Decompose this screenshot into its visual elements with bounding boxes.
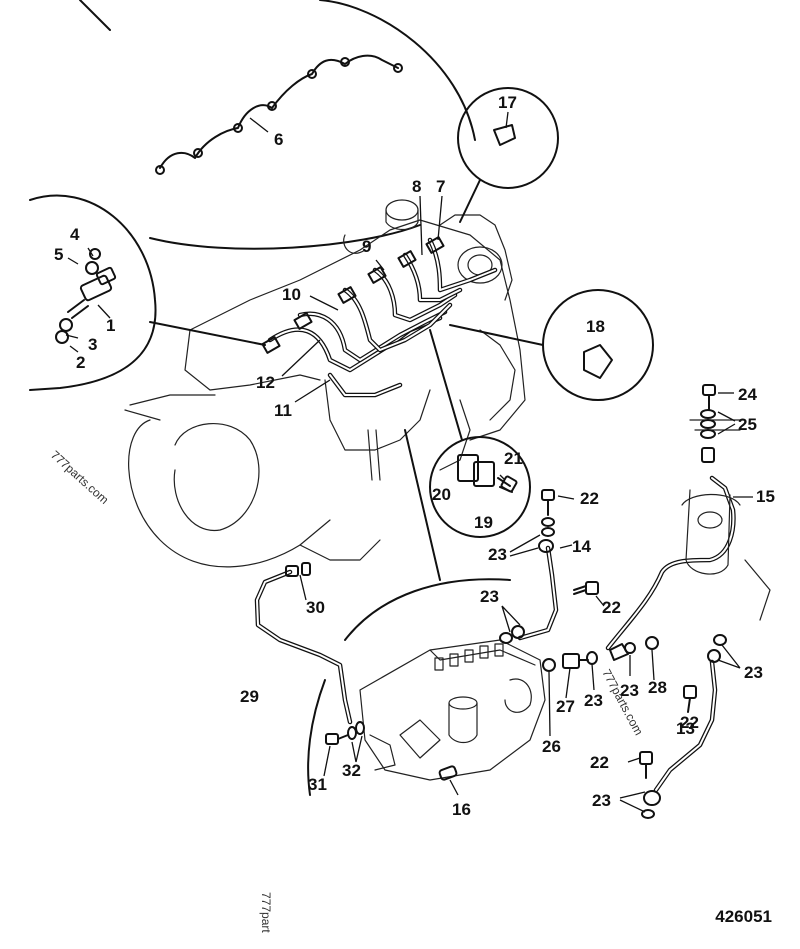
callout-9: 9 bbox=[362, 237, 371, 256]
injection-pump bbox=[359, 639, 546, 781]
detail-arc-top bbox=[79, 0, 476, 250]
pipe-14 bbox=[499, 489, 559, 644]
callout-16: 16 bbox=[452, 800, 471, 819]
watermark-1: 777parts.com bbox=[48, 448, 111, 507]
pipe-13 bbox=[639, 634, 727, 819]
return-pipe-6 bbox=[155, 54, 403, 175]
callout-22c: 22 bbox=[680, 713, 699, 732]
callout-26: 26 bbox=[542, 737, 561, 756]
callout-7: 7 bbox=[436, 177, 445, 196]
callout-31: 31 bbox=[308, 775, 327, 794]
callout-25: 25 bbox=[738, 415, 757, 434]
detail-circle-clip-17 bbox=[457, 87, 559, 223]
callout-30: 30 bbox=[306, 598, 325, 617]
injector-part bbox=[55, 248, 117, 344]
fittings-26-27-28 bbox=[542, 636, 659, 672]
callout-1: 1 bbox=[106, 316, 115, 335]
callout-12: 12 bbox=[256, 373, 275, 392]
callout-14: 14 bbox=[572, 537, 591, 556]
filter-and-pipe-15 bbox=[605, 384, 771, 651]
injector-pipes-assembly bbox=[261, 236, 498, 398]
callout-23e: 23 bbox=[744, 663, 763, 682]
callout-8: 8 bbox=[412, 177, 421, 196]
watermark-3: 777part bbox=[259, 892, 273, 933]
callout-3: 3 bbox=[88, 335, 97, 354]
callout-32: 32 bbox=[342, 761, 361, 780]
callout-15: 15 bbox=[756, 487, 775, 506]
watermark-2: 777parts.com bbox=[599, 667, 645, 738]
callout-13: 13 bbox=[676, 719, 695, 738]
callout-28: 28 bbox=[648, 678, 667, 697]
detail-circle-injector bbox=[29, 194, 266, 391]
callout-18: 18 bbox=[586, 317, 605, 336]
detail-arc-lower bbox=[307, 578, 511, 796]
callout-22d: 22 bbox=[590, 753, 609, 772]
callout-23a: 23 bbox=[488, 545, 507, 564]
callout-23c: 23 bbox=[584, 691, 603, 710]
callout-21: 21 bbox=[504, 449, 523, 468]
callout-5: 5 bbox=[54, 245, 63, 264]
callout-22a: 22 bbox=[580, 489, 599, 508]
engine-block bbox=[124, 199, 526, 568]
leader-lines bbox=[65, 195, 753, 813]
callout-labels: 1 2 3 4 5 6 7 8 9 10 11 12 13 14 15 16 1… bbox=[54, 93, 775, 819]
callout-2: 2 bbox=[76, 353, 85, 372]
pipe-29 bbox=[254, 562, 353, 725]
callout-27: 27 bbox=[556, 697, 575, 716]
callout-4: 4 bbox=[70, 225, 80, 244]
callout-11: 11 bbox=[274, 401, 292, 420]
callout-19: 19 bbox=[474, 513, 493, 532]
callout-23d: 23 bbox=[620, 681, 639, 700]
callout-22b: 22 bbox=[602, 598, 621, 617]
detail-circle-bracket bbox=[429, 329, 531, 538]
document-number: 426051 bbox=[715, 907, 772, 926]
callout-24: 24 bbox=[738, 385, 757, 404]
callout-6: 6 bbox=[274, 130, 283, 149]
callout-10: 10 bbox=[282, 285, 301, 304]
bolt-31-washers-32 bbox=[325, 721, 365, 745]
callout-29: 29 bbox=[240, 687, 259, 706]
callout-20: 20 bbox=[432, 485, 451, 504]
detail-circle-clip-18 bbox=[449, 289, 654, 401]
callout-23b: 23 bbox=[480, 587, 499, 606]
callout-23f: 23 bbox=[592, 791, 611, 810]
callout-17: 17 bbox=[498, 93, 517, 112]
bolt-22-middle bbox=[573, 581, 599, 595]
